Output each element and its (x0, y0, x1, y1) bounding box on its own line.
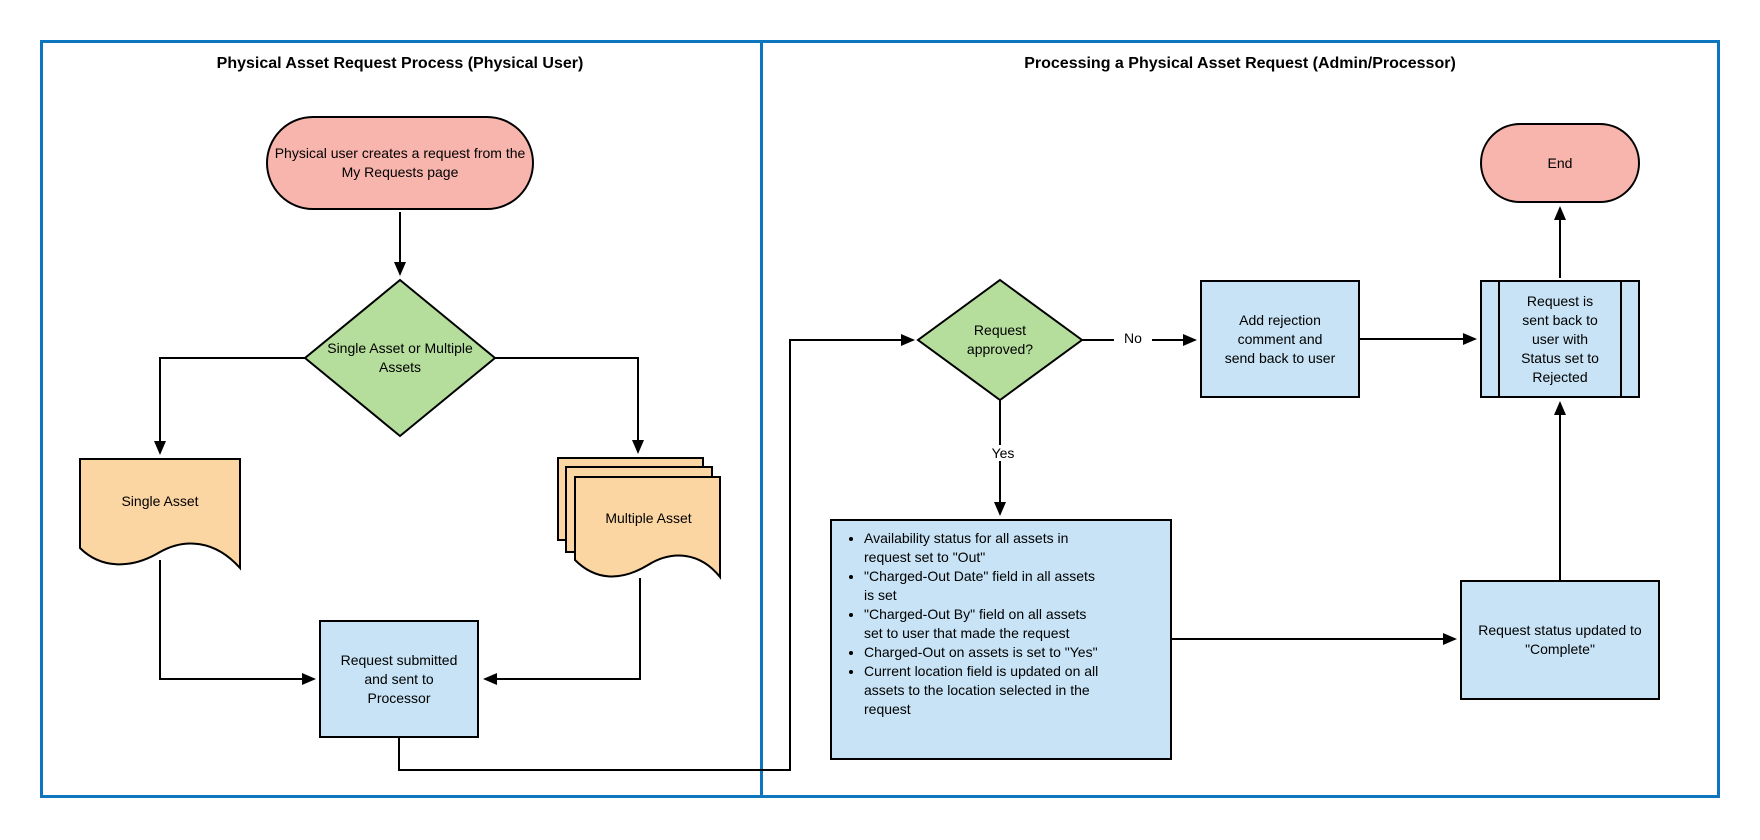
decision-approved-label: Request approved? (966, 322, 1034, 357)
connector-decision-to-multiple (495, 357, 644, 454)
connector-submitted-to-approved (398, 334, 915, 771)
right-panel-frame (760, 40, 1720, 798)
action-list-item: "Charged-Out By" field on all assets set… (864, 605, 1106, 643)
connector-single-to-submitted (159, 560, 316, 685)
multiple-asset-document-label: Multiple Asset (605, 509, 692, 526)
document-shape-single-asset (79, 458, 241, 571)
start-node: Physical user creates a request from the… (266, 116, 534, 210)
decision-assets-label: Single Asset or Multiple Assets (327, 340, 473, 375)
action-list-item: Charged-Out on assets is set to "Yes" (864, 643, 1106, 662)
end-node: End (1480, 123, 1640, 203)
left-panel-frame (40, 40, 763, 798)
no-branch-label: No (1114, 330, 1152, 346)
right-panel-title: Processing a Physical Asset Request (Adm… (1024, 55, 1456, 72)
yes-branch-label: Yes (982, 445, 1024, 461)
action-list-item: "Charged-Out Date" field in all assets i… (864, 567, 1106, 605)
action-list-item: Availability status for all assets in re… (864, 529, 1106, 567)
connector-multiple-to-submitted (483, 578, 641, 685)
single-asset-document-label: Single Asset (121, 492, 199, 509)
action-list-item: Current location field is updated on all… (864, 662, 1106, 719)
approval-actions-list: Availability status for all assets in re… (832, 521, 1170, 719)
document-shape-multiple-asset (574, 476, 721, 580)
add-rejection-comment-node: Add rejection comment and send back to u… (1200, 280, 1360, 398)
request-sent-back-node: Request is sent back to user with Status… (1480, 280, 1640, 398)
left-panel-title: Physical Asset Request Process (Physical… (216, 55, 584, 72)
connector-decision-to-single (154, 357, 305, 455)
decision-diamond-assets (303, 278, 497, 438)
approval-actions-node: Availability status for all assets in re… (830, 519, 1172, 760)
request-status-complete-node: Request status updated to "Complete" (1460, 580, 1660, 700)
request-submitted-node: Request submitted and sent to Processor (319, 620, 479, 738)
